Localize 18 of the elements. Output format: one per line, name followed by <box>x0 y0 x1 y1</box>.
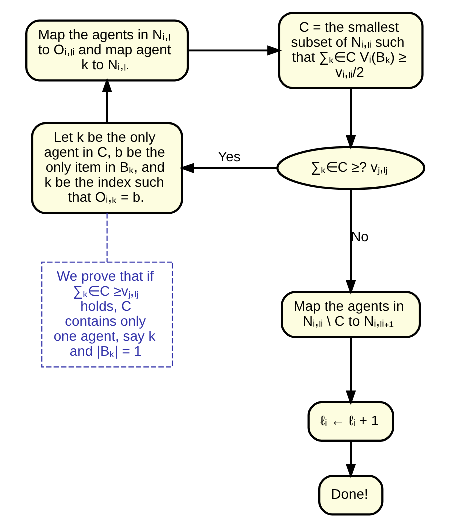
arrow <box>102 78 112 123</box>
node-box: We prove that if ∑ₖ∈C ≥vⱼ,ₗⱼ holds, C contains only one agent, say k and |Bₖ| = 1 <box>41 261 173 368</box>
node-box: Done! <box>318 474 384 516</box>
arrow <box>345 189 356 294</box>
node-box: C = the smallest subset of Nᵢ,ₗᵢ such that ∑ₖ∈C Vᵢ(Bₖ) ≥ vᵢ,ₗᵢ/2 <box>278 12 424 89</box>
node-box: Let k be the only agent in C, b be the only item in Bₖ, and k be the index such that Oᵢ,ₖ = b. <box>30 122 183 214</box>
arrow <box>345 88 356 150</box>
node-box: ℓᵢ ← ℓᵢ + 1 <box>307 400 394 442</box>
node-box: Map the agents in Nᵢ,ₗᵢ \ C to Nᵢ,ₗᵢ₊₁ <box>280 290 421 338</box>
connector <box>106 212 108 262</box>
edge-label: Yes <box>218 148 240 164</box>
node-ellipse: ∑ₖ∈C ≥? vⱼ,ₗⱼ <box>276 146 426 190</box>
arrow <box>345 337 356 405</box>
node-box: Map the agents in Nᵢ,ₗ to Oᵢ,ₗᵢ and map agent k to Nᵢ,ₗ. <box>25 19 189 82</box>
arrow <box>345 440 356 478</box>
arrow <box>188 45 282 56</box>
edge-label: No <box>350 228 368 244</box>
arrow <box>179 162 277 173</box>
